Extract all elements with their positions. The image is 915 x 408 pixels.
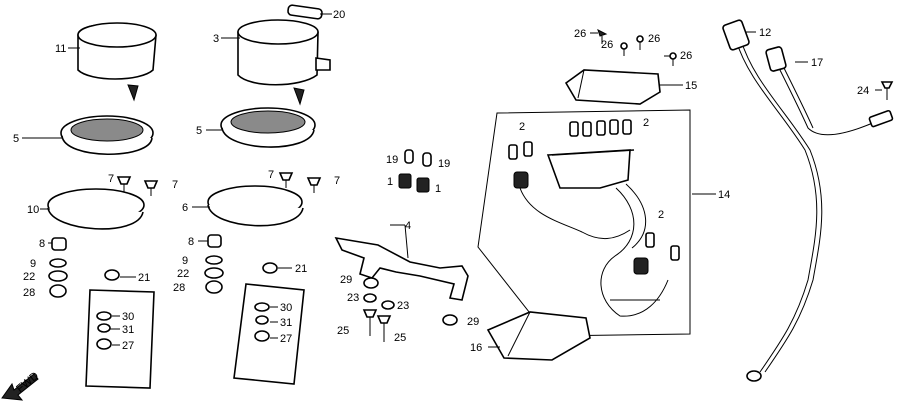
indicator-housing [546,149,635,189]
callout-12: 12 [759,27,771,39]
callout-2-b: 2 [643,117,649,129]
callout-8-center: 8 [188,236,194,248]
center-meter-cover [207,185,304,227]
center-meter-ring [220,107,316,148]
callout-3: 3 [213,33,219,45]
callout-19-left: 19 [386,154,398,166]
center-meter-gasket [287,4,323,20]
callout-1-right: 1 [435,183,441,195]
callout-7-b: 7 [172,179,178,191]
bolts-left [362,277,458,342]
left-small-parts [48,237,155,389]
callout-2-a: 2 [519,121,525,133]
callout-28-left: 28 [23,287,35,299]
bottom-cover [486,311,591,361]
top-cover [564,69,661,105]
callout-21-center: 21 [295,263,307,275]
speedometer-cable [722,19,823,382]
fwd-arrow [1,373,39,401]
callout-labels: 20 11 3 5 5 7 7 7 7 10 6 8 8 9 9 22 22 2… [13,9,869,395]
meter-bracket [334,236,469,301]
center-small-parts [204,234,305,385]
callout-7-d: 7 [334,175,340,187]
bulbs [398,149,432,193]
leader-lines [22,13,882,348]
callout-5-left: 5 [13,133,19,145]
callout-10: 10 [27,204,39,216]
callout-20: 20 [333,9,345,21]
callout-26-c: 26 [648,33,660,45]
callout-1-left: 1 [387,176,393,188]
callout-27-center: 27 [280,333,292,345]
center-meter-case [237,19,331,106]
callout-25-left: 25 [337,325,349,337]
harness-outline [477,109,691,337]
callout-29-left: 29 [340,274,352,286]
callout-30-center: 30 [280,302,292,314]
harness-bulb-sockets [508,119,680,275]
screws-7 [116,172,322,196]
callout-31-left: 31 [122,324,134,336]
callout-19-right: 19 [438,158,450,170]
cover-screws [597,29,677,66]
callout-22-center: 22 [177,268,189,280]
callout-21-left: 21 [138,272,150,284]
callout-24: 24 [857,85,869,97]
callout-2-c: 2 [658,209,664,221]
callout-30-left: 30 [122,311,134,323]
callout-15: 15 [685,80,697,92]
left-meter-cover [47,188,145,230]
callout-9-left: 9 [30,258,36,270]
callout-7-a: 7 [108,173,114,185]
callout-26-d: 26 [680,50,692,62]
callout-22-left: 22 [23,271,35,283]
callout-17: 17 [811,57,823,69]
callout-31-center: 31 [280,317,292,329]
tachometer-cable [765,46,894,136]
callout-26-a: 26 [574,28,586,40]
callout-8-left: 8 [39,238,45,250]
callout-28-center: 28 [173,282,185,294]
harness-wires [519,183,669,317]
callout-27-left: 27 [122,340,134,352]
fwd-label: FWD [14,370,41,395]
left-meter-case [77,22,157,102]
callout-9-center: 9 [182,255,188,267]
callout-25-right: 25 [394,332,406,344]
callout-16: 16 [470,342,482,354]
callout-6: 6 [182,202,188,214]
callout-11: 11 [55,43,66,55]
callout-7-c: 7 [268,169,274,181]
callout-23-left: 23 [347,292,359,304]
callout-26-b: 26 [601,39,613,51]
callout-14: 14 [718,189,730,201]
callout-29-right: 29 [467,316,479,328]
left-meter-ring [60,115,154,156]
callout-23-right: 23 [397,300,409,312]
callout-5-center: 5 [196,125,202,137]
callout-4: 4 [405,220,411,232]
